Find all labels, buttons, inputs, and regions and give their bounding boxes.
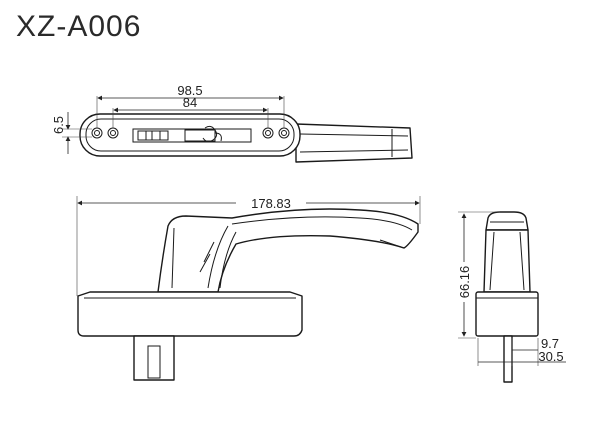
dim-side-width: 30.5: [538, 349, 563, 364]
dim-top-outer: 98.5: [177, 83, 202, 98]
top-view: [62, 95, 413, 163]
dim-side-small: 9.7: [541, 336, 559, 351]
model-title: XZ-A006: [16, 10, 142, 43]
dim-top-inner: 84: [183, 95, 197, 110]
side-view: [458, 211, 566, 383]
dim-top-height: 6.5: [51, 116, 66, 134]
dim-overall-length: 178.83: [251, 196, 291, 211]
front-view: [76, 196, 421, 381]
dim-overall-height: 66.16: [457, 266, 472, 299]
